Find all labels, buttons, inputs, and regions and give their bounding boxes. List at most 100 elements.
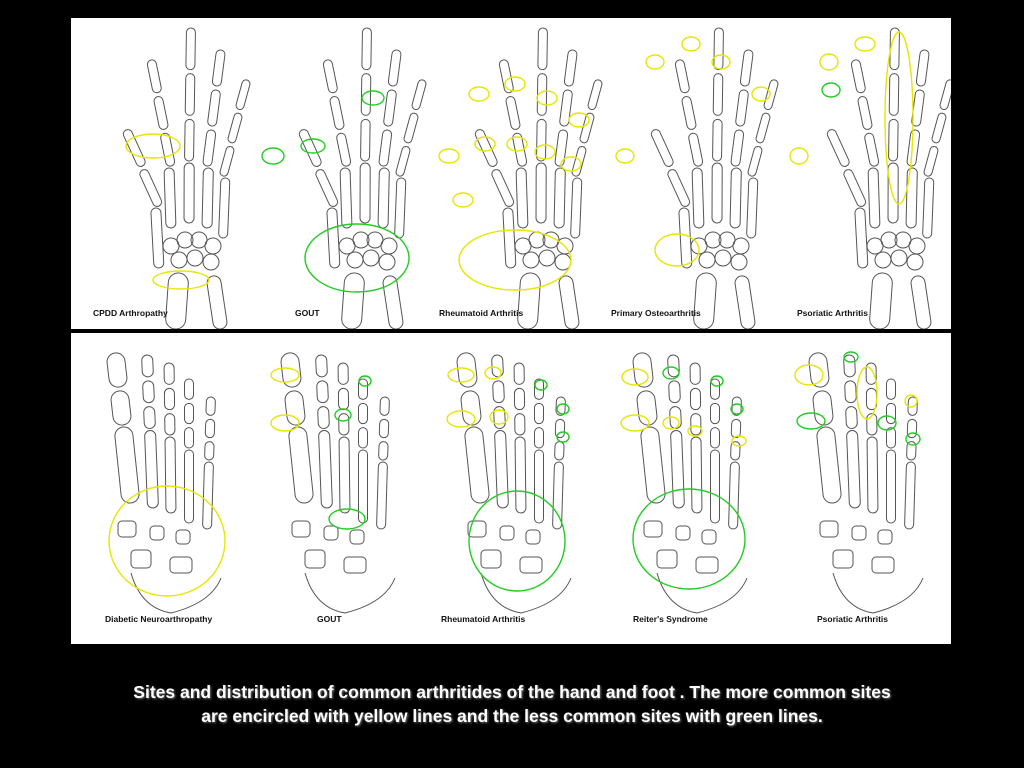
bone bbox=[207, 89, 221, 127]
bone bbox=[341, 272, 365, 329]
foot-reiters-lesser-ring bbox=[730, 403, 744, 415]
bone bbox=[571, 146, 587, 177]
bone bbox=[502, 207, 517, 269]
carpal-bone bbox=[714, 249, 732, 267]
bone bbox=[141, 354, 154, 378]
bone bbox=[866, 436, 879, 514]
foot-ra-joint-ring bbox=[489, 409, 509, 425]
bone bbox=[755, 112, 771, 144]
bone bbox=[674, 59, 690, 94]
bone bbox=[164, 436, 177, 514]
bone bbox=[358, 378, 368, 400]
bone bbox=[537, 27, 548, 71]
bone bbox=[843, 169, 867, 207]
foot-gout-lesser-ring bbox=[334, 408, 352, 422]
foot-ra-lesser-ring bbox=[556, 403, 570, 415]
bone bbox=[514, 413, 526, 436]
bone bbox=[395, 146, 411, 177]
hand-label-psoriatic: Psoriatic Arthritis bbox=[797, 308, 869, 318]
bone bbox=[491, 354, 504, 378]
foot-diabetic-midfoot-ring bbox=[108, 485, 226, 597]
bone bbox=[669, 406, 682, 430]
carpal-bone bbox=[730, 253, 748, 271]
bone bbox=[411, 79, 427, 110]
bone bbox=[110, 390, 132, 426]
bone bbox=[474, 129, 498, 167]
carpal-bone bbox=[202, 253, 220, 271]
bone bbox=[931, 112, 947, 144]
tarsal-bone bbox=[877, 529, 893, 545]
bone bbox=[747, 146, 763, 177]
foot-psa-mtp-ring bbox=[794, 364, 824, 386]
foot-reiters-lesser-ring bbox=[662, 366, 680, 380]
foot-gout-mtp-ring bbox=[270, 367, 300, 383]
bone bbox=[184, 449, 194, 524]
carpal-bone bbox=[908, 237, 926, 255]
hand-ra-joint-ring bbox=[468, 86, 490, 102]
bone bbox=[735, 89, 749, 127]
bone bbox=[202, 129, 217, 167]
bone bbox=[206, 275, 228, 329]
hand-ra-joint-ring bbox=[534, 144, 556, 160]
tarsal-bone bbox=[149, 525, 165, 541]
hand-label-osteoarthritis: Primary Osteoarthritis bbox=[611, 308, 701, 318]
bone bbox=[114, 426, 140, 504]
bone bbox=[142, 380, 155, 404]
bone bbox=[183, 162, 195, 224]
bone bbox=[280, 352, 302, 388]
bone bbox=[358, 427, 368, 449]
bone bbox=[670, 429, 685, 509]
bone bbox=[850, 59, 866, 94]
tarsal-bone bbox=[675, 525, 691, 541]
bone bbox=[728, 461, 740, 530]
bone bbox=[558, 275, 580, 329]
hand-gout-wrist-ring bbox=[304, 223, 410, 293]
foot-reiters-joint-ring bbox=[687, 425, 703, 437]
bone bbox=[377, 167, 390, 229]
bone bbox=[910, 275, 932, 329]
bone bbox=[378, 441, 389, 461]
foot-ra-joint-ring bbox=[446, 410, 476, 428]
carpal-bone bbox=[176, 231, 194, 249]
hand-ra-joint-ring bbox=[504, 76, 526, 92]
bone bbox=[298, 129, 322, 167]
hand-oa-joint-ring bbox=[711, 54, 731, 70]
hand-oa-joint-ring bbox=[615, 148, 635, 164]
carpal-bone bbox=[890, 249, 908, 267]
bone bbox=[905, 167, 918, 229]
bone bbox=[690, 436, 703, 514]
bone bbox=[730, 129, 745, 167]
bone bbox=[640, 426, 666, 504]
tarsal-bone bbox=[467, 520, 487, 538]
bone bbox=[923, 146, 939, 177]
bone bbox=[587, 79, 603, 110]
bone bbox=[555, 396, 566, 416]
hand-label-cpdd: CPDD Arthropathy bbox=[93, 308, 168, 318]
bone bbox=[915, 49, 930, 87]
bone bbox=[857, 96, 873, 130]
bone bbox=[315, 169, 339, 207]
bone bbox=[339, 167, 353, 229]
bone bbox=[888, 73, 900, 116]
bone bbox=[165, 272, 189, 329]
hand-ra-joint-ring bbox=[506, 136, 528, 152]
tarsal-bone bbox=[175, 529, 191, 545]
tarsal-bone bbox=[851, 525, 867, 541]
tarsal-bone bbox=[832, 549, 854, 569]
bone bbox=[515, 167, 529, 229]
foot-label-diabetic: Diabetic Neuroarthropathy bbox=[105, 614, 213, 624]
bone bbox=[691, 167, 705, 229]
bone bbox=[184, 402, 194, 425]
hand-ra-joint-ring bbox=[568, 112, 590, 128]
foot-ra-midfoot-ring bbox=[468, 490, 566, 592]
bone bbox=[845, 406, 858, 430]
tarsal-bone bbox=[117, 520, 137, 538]
bone bbox=[338, 436, 351, 514]
foot-psa-dactylitis-ring bbox=[856, 366, 878, 420]
hand-ra-joint-ring bbox=[560, 156, 582, 172]
tarsal-bone bbox=[519, 556, 543, 574]
hand-gout-pip-ring bbox=[361, 90, 385, 106]
bone bbox=[710, 427, 720, 449]
bone bbox=[204, 418, 216, 439]
bone bbox=[535, 162, 547, 224]
